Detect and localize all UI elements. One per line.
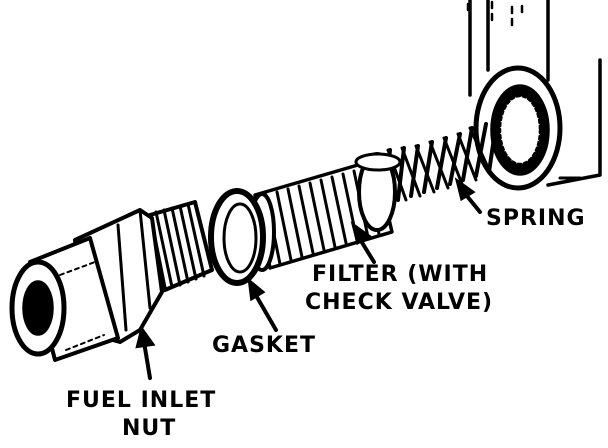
gasket-arrow — [252, 290, 278, 332]
leader-arrows — [135, 177, 482, 380]
filter-arrowhead — [350, 221, 372, 246]
nut-label-line1: FUEL INLET — [66, 388, 217, 413]
nut-label-line2: NUT — [122, 416, 177, 441]
fuel-inlet-nut — [9, 200, 214, 362]
spring-arrowhead — [454, 177, 476, 202]
gasket-arrowhead — [247, 277, 266, 302]
gasket-label: GASKET — [212, 333, 317, 358]
nut-arrow — [142, 340, 152, 380]
spring-label: SPRING — [486, 206, 586, 231]
filter-label-line2: CHECK VALVE) — [305, 290, 494, 315]
gasket — [208, 188, 266, 286]
nut-arrowhead — [135, 325, 156, 349]
filter-label-line1: FILTER (WITH — [312, 262, 489, 287]
filter-element — [248, 152, 402, 272]
carburetor-housing — [466, 0, 602, 191]
